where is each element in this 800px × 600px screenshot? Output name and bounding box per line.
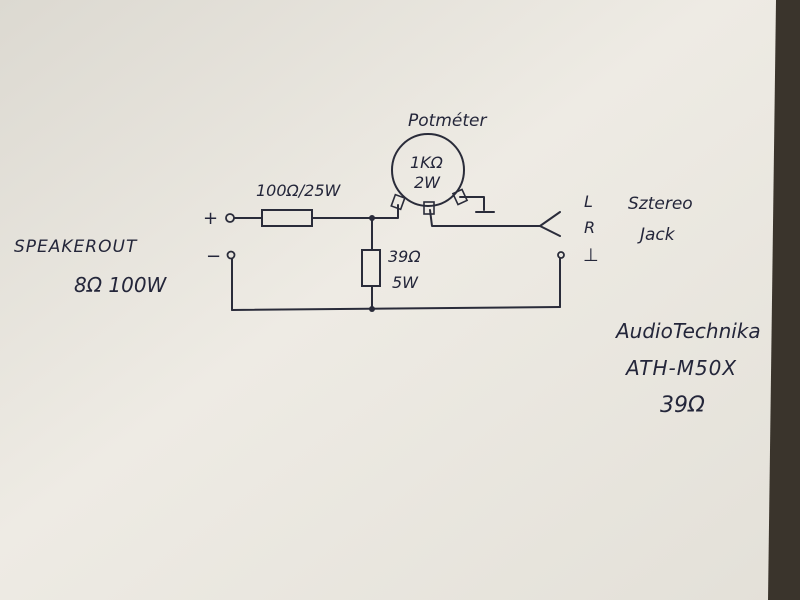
wire-bottom-rail: [231, 306, 561, 311]
wire-pot-to-ground: [459, 196, 485, 211]
wire-wiper-to-jack: [429, 209, 561, 227]
minus-terminal: [226, 250, 236, 260]
potentiometer: [390, 133, 469, 215]
plus-terminal: [225, 213, 235, 223]
pot-value: 1KΩ: [410, 153, 444, 172]
junction-top: [369, 215, 375, 221]
paper-edge-shadow: [768, 0, 800, 600]
jack-r-label: R: [584, 218, 595, 237]
jack-label: Jack: [637, 225, 676, 245]
pot-power: 2W: [414, 173, 441, 192]
series-resistor: [261, 209, 313, 227]
shunt-resistor: [361, 249, 381, 287]
pot-title: Potméter: [408, 111, 487, 131]
jack-ground-terminal: [557, 251, 565, 259]
minus-label: −: [206, 246, 221, 267]
shunt-power-label: 5W: [392, 273, 419, 292]
speaker-out-label: SPEAKEROUT: [14, 237, 138, 257]
jack-gnd-label: ⊥: [583, 245, 599, 266]
jack-l-label: L: [584, 192, 593, 211]
series-resistor-label: 100Ω/25W: [256, 181, 342, 200]
headphone-model-label: ATH-M50X: [624, 356, 737, 380]
junction-bottom: [369, 306, 375, 312]
plus-label: +: [203, 208, 218, 229]
headphone-impedance-label: 39Ω: [660, 393, 705, 418]
wires: [231, 196, 561, 311]
shunt-value-label: 39Ω: [388, 247, 421, 266]
speaker-spec-label: 8Ω 100W: [74, 273, 168, 297]
headphone-brand-label: AudioTechnika: [614, 319, 761, 343]
stereo-label: Sztereo: [628, 194, 693, 214]
wire-node-to-pot: [371, 204, 399, 219]
wire-jack-split: [539, 225, 561, 237]
